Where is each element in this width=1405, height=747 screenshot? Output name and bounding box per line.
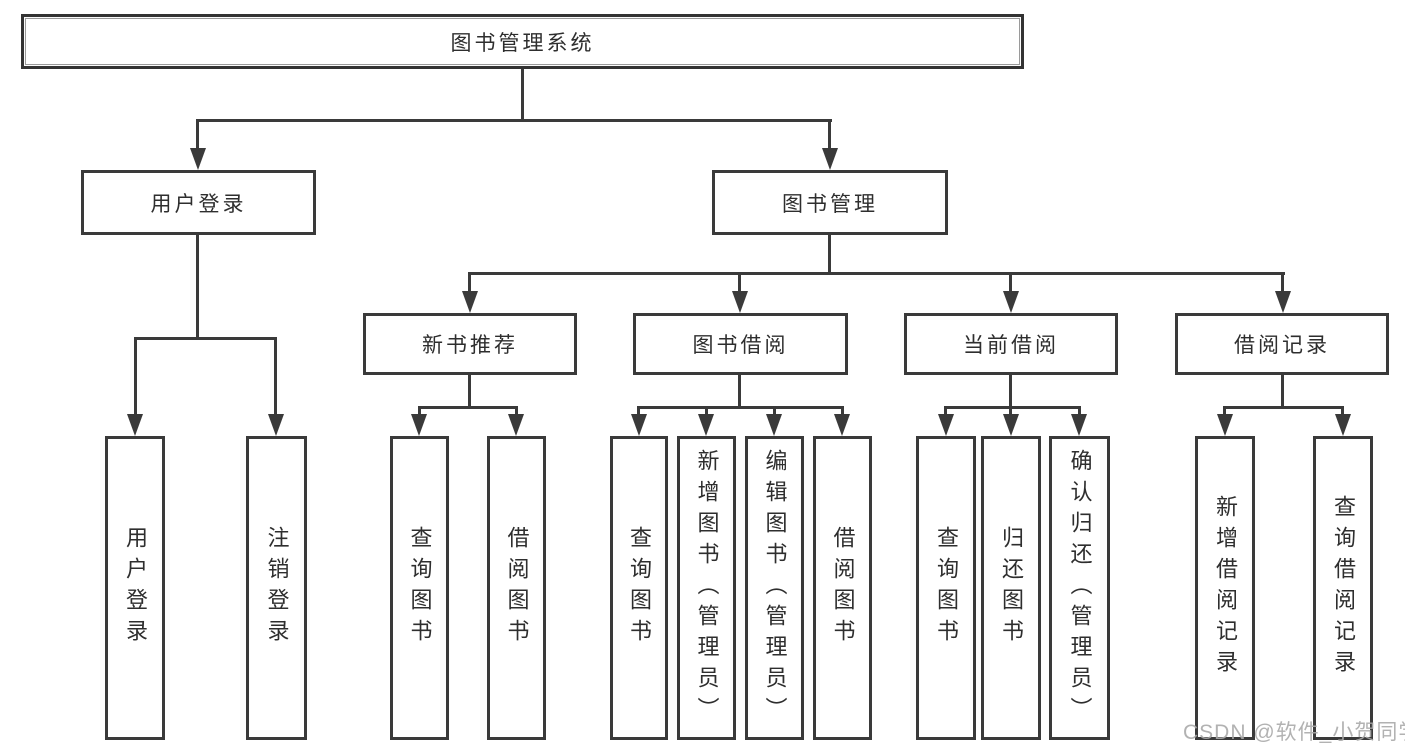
connector-recommend-split: [418, 406, 518, 409]
node-book-management-label: 图书管理: [782, 192, 878, 216]
connector-drop-user-login: [196, 119, 199, 150]
leaf-confirm-return-admin-label: 确认归还（管理员）: [1067, 448, 1093, 728]
arrow-down-icon: [1003, 291, 1019, 313]
leaf-borrow-books: 借阅图书: [813, 436, 872, 740]
connector-book-borrowing-stem: [738, 375, 741, 406]
leaf-edit-book-admin: 编辑图书（管理员）: [745, 436, 804, 740]
connector-drop-leaf: [418, 406, 421, 416]
leaf-return-books-label: 归还图书: [999, 526, 1024, 650]
arrow-down-icon: [508, 414, 524, 436]
connector-drop-leaf: [841, 406, 844, 416]
connector-book-management-stem: [828, 235, 831, 274]
arrow-down-icon: [268, 414, 284, 436]
leaf-query-books-borrowing: 查询图书: [610, 436, 668, 740]
connector-drop-leaf: [1341, 406, 1344, 416]
leaf-add-book-admin: 新增图书（管理员）: [677, 436, 736, 740]
arrow-down-icon: [127, 414, 143, 436]
arrow-down-icon: [1275, 291, 1291, 313]
connector-drop-current-borrowing: [1009, 272, 1012, 293]
node-book-borrowing-label: 图书借阅: [692, 334, 789, 357]
csdn-watermark: CSDN @软件_小贺同学: [1183, 721, 1405, 744]
leaf-add-book-admin-label: 新增图书（管理员）: [694, 448, 720, 728]
arrow-down-icon: [1335, 414, 1351, 436]
leaf-query-borrow-record: 查询借阅记录: [1313, 436, 1373, 740]
arrow-down-icon: [938, 414, 954, 436]
node-root-label: 图书管理系统: [450, 31, 595, 55]
node-book-management: 图书管理: [712, 170, 948, 235]
connector-drop-leaf: [1223, 406, 1226, 416]
arrow-down-icon: [766, 414, 782, 436]
node-borrow-records: 借阅记录: [1175, 313, 1389, 375]
leaf-borrow-books-recommend-label: 借阅图书: [504, 526, 530, 650]
connector-drop-new-book-recommend: [468, 272, 471, 293]
leaf-add-borrow-record-label: 新增借阅记录: [1213, 495, 1238, 681]
arrow-down-icon: [1217, 414, 1233, 436]
connector-user-login-stem: [196, 235, 199, 337]
leaf-borrow-books-label: 借阅图书: [830, 526, 856, 650]
arrow-down-icon: [411, 414, 427, 436]
connector-drop-leaf: [637, 406, 640, 416]
arrow-down-icon: [631, 414, 647, 436]
connector-borrowing-split: [637, 406, 844, 409]
arrow-down-icon: [698, 414, 714, 436]
leaf-query-books-recommend-label: 查询图书: [407, 526, 433, 650]
arrow-down-icon: [190, 148, 206, 170]
leaf-borrow-books-recommend: 借阅图书: [487, 436, 546, 740]
connector-level2-split: [196, 119, 832, 122]
connector-user-login-split: [134, 337, 277, 340]
connector-new-book-recommend-stem: [468, 375, 471, 406]
connector-borrow-records-stem: [1281, 375, 1284, 406]
leaf-query-borrow-record-label: 查询借阅记录: [1331, 495, 1356, 681]
connector-drop-leaf: [705, 406, 708, 416]
connector-drop-leaf: [515, 406, 518, 416]
leaf-add-borrow-record: 新增借阅记录: [1195, 436, 1255, 740]
connector-drop-leaf-logout: [274, 337, 277, 416]
leaf-user-login-label: 用户登录: [123, 526, 148, 650]
arrow-down-icon: [732, 291, 748, 313]
leaf-query-books-borrowing-label: 查询图书: [627, 526, 652, 650]
connector-current-borrowing-stem: [1009, 375, 1012, 406]
connector-drop-borrow-records: [1281, 272, 1284, 293]
leaf-edit-book-admin-label: 编辑图书（管理员）: [762, 448, 788, 728]
node-new-book-recommend: 新书推荐: [363, 313, 577, 375]
node-root-library-system: 图书管理系统: [21, 14, 1024, 69]
node-new-book-recommend-label: 新书推荐: [422, 334, 518, 357]
leaf-confirm-return-admin: 确认归还（管理员）: [1049, 436, 1110, 740]
leaf-query-books-recommend: 查询图书: [390, 436, 449, 740]
node-current-borrowing: 当前借阅: [904, 313, 1118, 375]
connector-current-split: [944, 406, 1081, 409]
connector-level3-split: [468, 272, 1285, 275]
node-borrow-records-label: 借阅记录: [1234, 334, 1330, 357]
connector-drop-leaf: [944, 406, 947, 416]
connector-drop-leaf: [1078, 406, 1081, 416]
connector-drop-book-management: [828, 119, 831, 150]
arrow-down-icon: [834, 414, 850, 436]
leaf-return-books: 归还图书: [981, 436, 1041, 740]
leaf-query-books-current-label: 查询图书: [934, 526, 959, 650]
leaf-logout: 注销登录: [246, 436, 307, 740]
connector-drop-leaf-user-login: [134, 337, 137, 416]
connector-root-stem: [521, 69, 524, 120]
node-book-borrowing: 图书借阅: [633, 313, 848, 375]
connector-drop-leaf: [1009, 406, 1012, 416]
connector-drop-book-borrowing: [738, 272, 741, 293]
arrow-down-icon: [1071, 414, 1087, 436]
arrow-down-icon: [462, 291, 478, 313]
leaf-logout-label: 注销登录: [264, 526, 290, 650]
arrow-down-icon: [1003, 414, 1019, 436]
connector-drop-leaf: [773, 406, 776, 416]
node-current-borrowing-label: 当前借阅: [963, 334, 1059, 357]
arrow-down-icon: [822, 148, 838, 170]
leaf-query-books-current: 查询图书: [916, 436, 976, 740]
leaf-user-login: 用户登录: [105, 436, 165, 740]
connector-records-split: [1223, 406, 1344, 409]
node-user-login-label: 用户登录: [150, 192, 247, 216]
node-user-login: 用户登录: [81, 170, 316, 235]
